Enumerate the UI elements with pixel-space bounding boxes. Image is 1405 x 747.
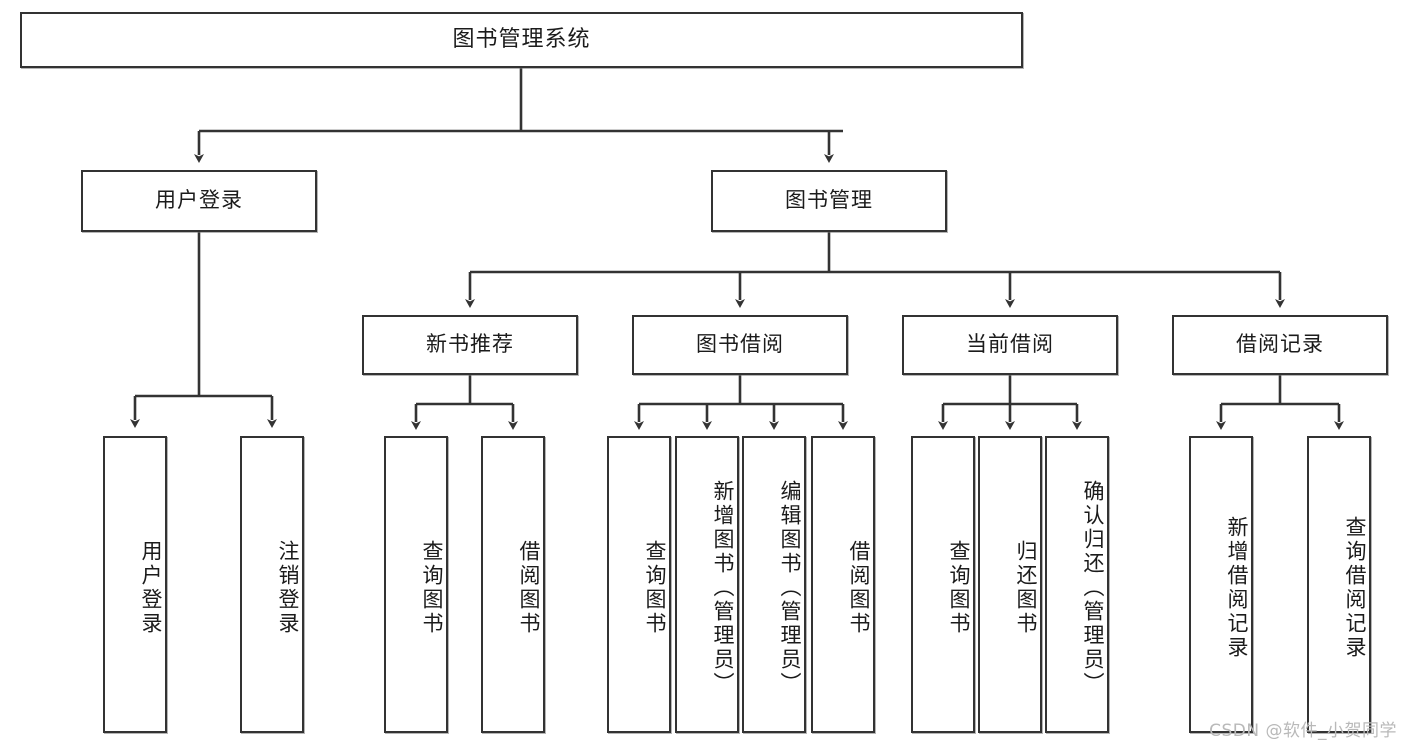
node-leaf-add-book-admin[interactable]: 新增图书（管理员） bbox=[675, 436, 739, 733]
node-label: 查询借阅记录 bbox=[1343, 515, 1367, 660]
node-leaf-logout[interactable]: 注销登录 bbox=[240, 436, 304, 733]
node-label: 当前借阅 bbox=[966, 332, 1054, 357]
node-leaf-borrow-book-recommend[interactable]: 借阅图书 bbox=[481, 436, 545, 733]
node-leaf-edit-book-admin[interactable]: 编辑图书（管理员） bbox=[742, 436, 806, 733]
node-leaf-borrow-book[interactable]: 借阅图书 bbox=[811, 436, 875, 733]
node-label: 查询图书 bbox=[643, 539, 667, 636]
node-label: 图书管理 bbox=[785, 188, 873, 213]
watermark-text: CSDN @软件_小贺同学 bbox=[1209, 721, 1397, 741]
node-borrow-record[interactable]: 借阅记录 bbox=[1172, 315, 1388, 375]
node-label: 查询图书 bbox=[947, 539, 971, 636]
node-label: 注销登录 bbox=[276, 539, 300, 636]
node-book-management[interactable]: 图书管理 bbox=[711, 170, 947, 232]
node-leaf-return-book[interactable]: 归还图书 bbox=[978, 436, 1042, 733]
node-book-borrow[interactable]: 图书借阅 bbox=[632, 315, 848, 375]
node-current-borrow[interactable]: 当前借阅 bbox=[902, 315, 1118, 375]
node-label: 用户登录 bbox=[139, 539, 163, 636]
node-leaf-query-book-borrow[interactable]: 查询图书 bbox=[607, 436, 671, 733]
node-label: 借阅图书 bbox=[517, 539, 541, 636]
node-label: 确认归还（管理员） bbox=[1081, 479, 1105, 696]
node-leaf-confirm-return-admin[interactable]: 确认归还（管理员） bbox=[1045, 436, 1109, 733]
node-label: 新增图书（管理员） bbox=[711, 479, 735, 696]
node-label: 新书推荐 bbox=[426, 332, 514, 357]
node-label: 图书借阅 bbox=[696, 332, 784, 357]
node-label: 用户登录 bbox=[155, 188, 243, 213]
node-label: 借阅记录 bbox=[1236, 332, 1324, 357]
node-label: 编辑图书（管理员） bbox=[778, 479, 802, 696]
node-user-login[interactable]: 用户登录 bbox=[81, 170, 317, 232]
node-label: 借阅图书 bbox=[847, 539, 871, 636]
node-leaf-query-borrow-record[interactable]: 查询借阅记录 bbox=[1307, 436, 1371, 733]
node-leaf-user-login[interactable]: 用户登录 bbox=[103, 436, 167, 733]
node-new-book-recommend[interactable]: 新书推荐 bbox=[362, 315, 578, 375]
node-leaf-add-borrow-record[interactable]: 新增借阅记录 bbox=[1189, 436, 1253, 733]
node-label: 图书管理系统 bbox=[452, 26, 591, 52]
node-leaf-query-book-current[interactable]: 查询图书 bbox=[911, 436, 975, 733]
node-book-management-system[interactable]: 图书管理系统 bbox=[20, 12, 1023, 68]
node-leaf-query-book-recommend[interactable]: 查询图书 bbox=[384, 436, 448, 733]
node-label: 新增借阅记录 bbox=[1225, 515, 1249, 660]
node-label: 查询图书 bbox=[420, 539, 444, 636]
node-label: 归还图书 bbox=[1014, 539, 1038, 636]
